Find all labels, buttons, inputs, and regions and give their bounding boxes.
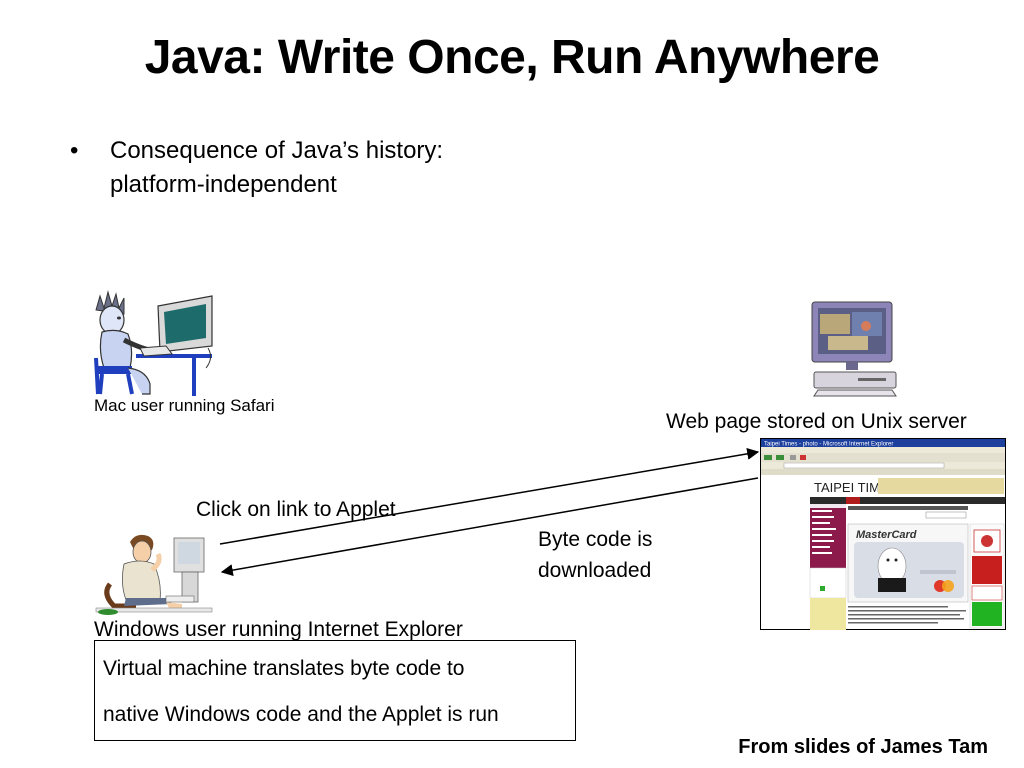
credit-text: From slides of James Tam — [738, 736, 988, 758]
callout-line1: Virtual machine translates byte code to — [103, 657, 465, 680]
bullet-text-line2: platform-independent — [110, 171, 337, 198]
click-link-label: Click on link to Applet — [196, 498, 396, 521]
bytecode-label: Byte code is downloaded — [538, 524, 652, 586]
bullet-marker: • — [70, 137, 79, 164]
click-request-arrow — [219, 447, 760, 545]
callout-line2: native Windows code and the Applet is ru… — [103, 703, 499, 726]
bytecode-label-line2: downloaded — [538, 559, 652, 582]
unix-workstation-illustration — [811, 301, 897, 397]
callout-box: Virtual machine translates byte code to … — [94, 640, 576, 741]
bullet-text: Consequence of Java’s history: platform-… — [110, 134, 530, 202]
bytecode-label-line1: Byte code is — [538, 528, 653, 551]
mac-user-label: Mac user running Safari — [94, 396, 275, 415]
windows-user-illustration — [95, 534, 213, 615]
bytecode-download-arrow — [220, 477, 759, 577]
bullet-text-line1: Consequence of Java’s history: — [110, 137, 444, 164]
windows-user-label: Windows user running Internet Explorer — [94, 618, 463, 641]
browser-card-brand: MasterCard — [856, 529, 917, 541]
browser-logo: TAIPEI TIMES — [814, 480, 898, 495]
mac-user-illustration — [94, 290, 213, 396]
browser-screenshot: Taipei Times - photo - Microsoft Interne… — [760, 438, 1006, 630]
unix-server-label: Web page stored on Unix server — [666, 410, 967, 433]
browser-window-title: Taipei Times - photo - Microsoft Interne… — [764, 442, 893, 448]
slide-title: Java: Write Once, Run Anywhere — [144, 31, 880, 84]
